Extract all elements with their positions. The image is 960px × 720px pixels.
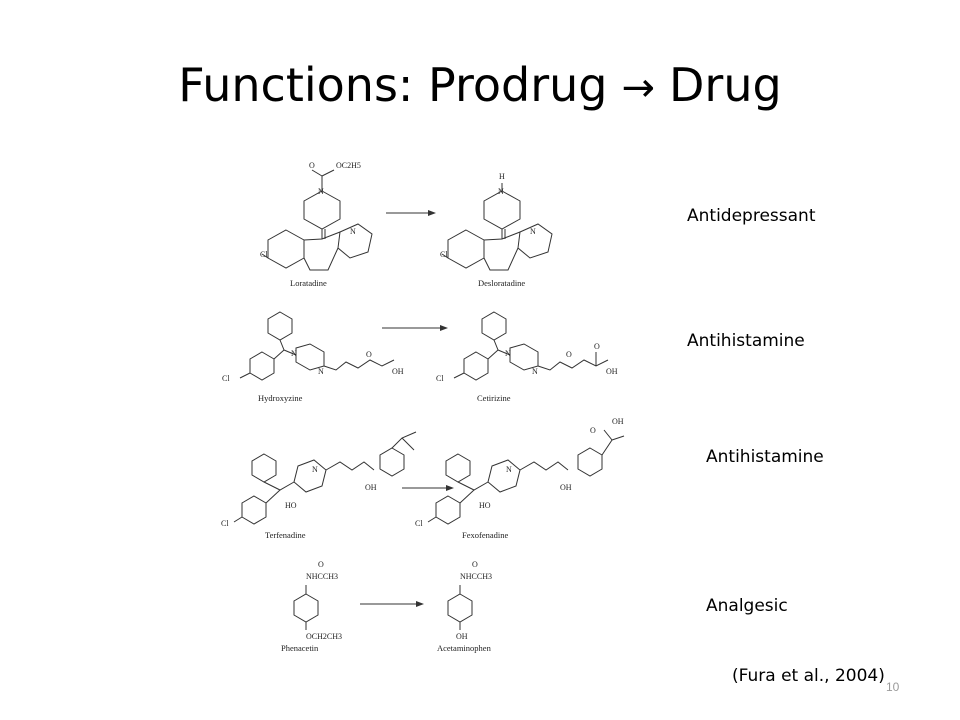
atom-label: O [590, 426, 596, 435]
function-label-antidepressant: Antidepressant [687, 206, 816, 226]
atom-label: N [318, 367, 324, 376]
amide-group-label: NHCCH3 [460, 572, 492, 581]
atom-label: OH [606, 367, 618, 376]
drug-name: Desloratadine [478, 278, 525, 288]
atom-label: Cl [221, 519, 229, 528]
atom-label: O [309, 161, 315, 170]
atom-label: Cl [436, 374, 444, 383]
atom-label: N [312, 465, 318, 474]
atom-label: OH [560, 483, 572, 492]
atom-label: O [318, 560, 324, 569]
drug-name: Fexofenadine [462, 530, 508, 540]
atom-label: OH [612, 417, 624, 426]
atom-label: Cl [222, 374, 230, 383]
atom-label: Cl [260, 250, 268, 259]
atom-label: HO [285, 501, 297, 510]
hydroxyl-group-label: OH [456, 632, 468, 641]
prodrug-name: Terfenadine [265, 530, 306, 540]
ethoxy-group-label: OCH2CH3 [306, 632, 342, 641]
atom-label: HO [479, 501, 491, 510]
atom-label: N [350, 227, 356, 236]
citation: (Fura et al., 2004) [732, 666, 885, 686]
function-label-antihistamine-1: Antihistamine [687, 331, 805, 351]
atom-label: N [505, 349, 511, 358]
drug-name: Cetirizine [477, 393, 511, 403]
atom-label: O [472, 560, 478, 569]
prodrug-name: Loratadine [290, 278, 327, 288]
atom-label: N [318, 187, 324, 196]
prodrug-name: Phenacetin [281, 643, 319, 653]
right-arrow-icon: → [621, 65, 655, 111]
slide-title: Functions: Prodrug → Drug [0, 58, 960, 112]
ester-group-label: OC2H5 [336, 161, 361, 170]
title-drug: Drug [669, 58, 782, 112]
drug-name: Acetaminophen [437, 643, 492, 653]
atom-label: O [366, 350, 372, 359]
atom-label: N [498, 187, 504, 196]
atom-label: N [530, 227, 536, 236]
atom-label: H [499, 172, 505, 181]
slide-number: 10 [886, 680, 900, 694]
function-label-antihistamine-2: Antihistamine [706, 447, 824, 467]
title-prodrug: Functions: Prodrug [178, 58, 608, 112]
function-label-analgesic: Analgesic [706, 596, 788, 616]
atom-label: O [566, 350, 572, 359]
atom-label: O [594, 342, 600, 351]
amide-group-label: NHCCH3 [306, 572, 338, 581]
atom-label: N [291, 349, 297, 358]
atom-label: OH [365, 483, 377, 492]
prodrug-name: Hydroxyzine [258, 393, 303, 403]
atom-label: N [506, 465, 512, 474]
atom-label: Cl [415, 519, 423, 528]
atom-label: N [532, 367, 538, 376]
atom-label: OH [392, 367, 404, 376]
atom-label: Cl [440, 250, 448, 259]
